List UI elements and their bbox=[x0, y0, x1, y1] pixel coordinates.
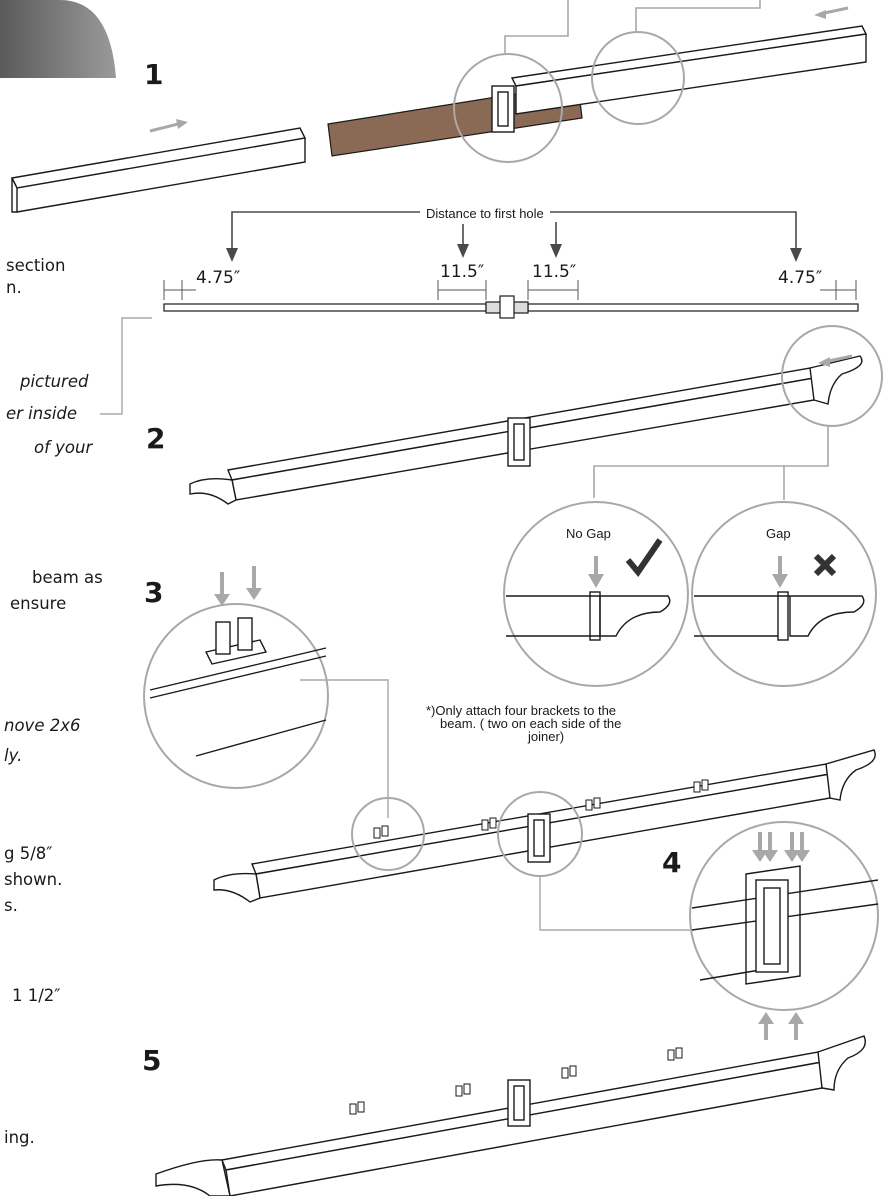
beam-step-5 bbox=[155, 1035, 866, 1196]
checkmark-icon bbox=[625, 538, 663, 577]
dimension-leaders bbox=[231, 211, 797, 252]
dimension-arrowheads bbox=[226, 244, 802, 262]
side-text-5: of your bbox=[34, 438, 93, 457]
bracket-detail bbox=[149, 617, 327, 757]
bracket-note-line-3: joiner) bbox=[528, 729, 565, 744]
bracket-note-line-1: *)Only attach four brackets to the bbox=[426, 703, 617, 718]
dimension-label-2: 11.5″ bbox=[440, 262, 485, 282]
side-text-13: 1 1/2″ bbox=[12, 986, 61, 1005]
gap-arrows bbox=[588, 556, 788, 588]
beam-side-view bbox=[163, 295, 859, 319]
side-text-2: n. bbox=[6, 278, 22, 297]
joiner-detail bbox=[691, 865, 879, 985]
side-text-12: s. bbox=[4, 896, 18, 915]
small-detail-circle bbox=[351, 797, 425, 871]
side-text-10: g 5/8″ bbox=[4, 844, 53, 863]
side-text-4: er inside bbox=[6, 404, 78, 423]
step-number-4: 4 bbox=[662, 846, 682, 879]
no-gap-label: No Gap bbox=[566, 526, 611, 541]
dimension-title: Distance to first hole bbox=[424, 204, 546, 224]
gap-label: Gap bbox=[766, 526, 791, 541]
side-text-14: ing. bbox=[4, 1128, 35, 1147]
gap-circle bbox=[691, 501, 877, 687]
screw-arrows-step-4 bbox=[752, 832, 810, 1040]
side-text-3: pictured bbox=[20, 372, 89, 391]
step-number-3: 3 bbox=[144, 576, 164, 609]
board-left bbox=[10, 127, 307, 213]
bracket-detail-circle bbox=[143, 603, 329, 789]
side-text-11: shown. bbox=[4, 870, 63, 889]
bracket-note-line-2: beam. ( two on each side of the bbox=[440, 716, 622, 731]
beam-right bbox=[510, 25, 868, 115]
detail-circle-joiner bbox=[453, 53, 563, 163]
dimension-label-3: 11.5″ bbox=[532, 262, 577, 282]
detail-circle-end bbox=[591, 31, 685, 125]
dimension-label-1: 4.75″ bbox=[196, 268, 241, 288]
side-text-1: section bbox=[6, 256, 66, 275]
beam-step-2 bbox=[189, 355, 863, 505]
cross-icon bbox=[813, 553, 837, 577]
dimension-label-4: 4.75″ bbox=[778, 268, 823, 288]
step-number-1: 1 bbox=[144, 58, 164, 91]
dimension-ticks bbox=[163, 280, 857, 300]
no-gap-circle bbox=[503, 501, 689, 687]
beam-step-3 bbox=[213, 749, 876, 903]
joiner-bracket bbox=[491, 85, 515, 133]
gap-details bbox=[506, 591, 865, 641]
step-number-2: 2 bbox=[146, 422, 166, 455]
brackets-on-beam-5 bbox=[349, 1047, 683, 1115]
brackets-on-beam bbox=[373, 779, 709, 839]
side-text-9: ly. bbox=[4, 746, 23, 765]
side-text-6: beam as bbox=[32, 568, 103, 587]
step-number-5: 5 bbox=[142, 1044, 162, 1077]
section-tab bbox=[0, 0, 116, 78]
side-text-8: nove 2x6 bbox=[4, 716, 81, 735]
arrow-icon bbox=[149, 121, 183, 133]
screw-arrows bbox=[214, 566, 262, 606]
side-text-7: ensure bbox=[10, 594, 67, 613]
detail-circle-endcap bbox=[781, 325, 883, 427]
